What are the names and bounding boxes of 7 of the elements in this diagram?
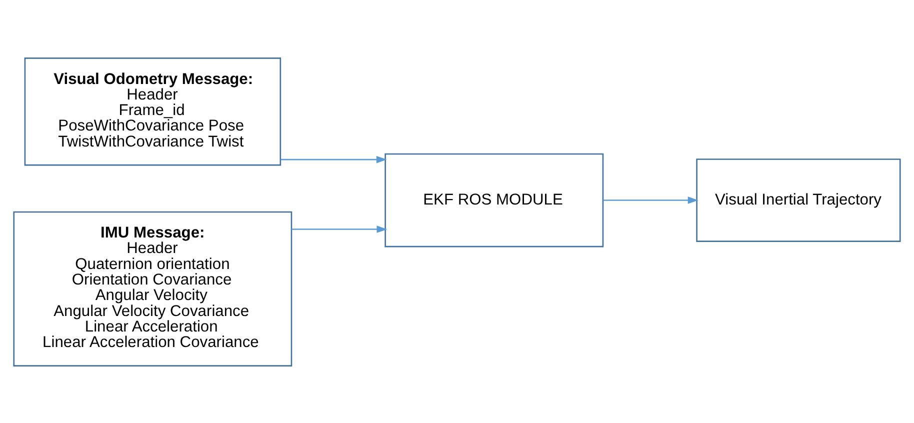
arrow: [292, 225, 388, 232]
node-box: EKF ROS MODULE: [384, 152, 604, 247]
arrow: [603, 196, 698, 204]
node-box: Visual Odometry Message: Header Frame_id PoseWithCovariance Pose TwistWithCovariance Twist: [24, 57, 282, 166]
node-box: Visual Inertial Trajectory: [696, 158, 901, 242]
arrow: [280, 155, 387, 163]
node-box: IMU Message: Header Quaternion orientation Orientation Covariance Angular Velocity Angular Velocity Covariance Linear Acceleration Linear Acceleration Covariance: [13, 210, 292, 366]
